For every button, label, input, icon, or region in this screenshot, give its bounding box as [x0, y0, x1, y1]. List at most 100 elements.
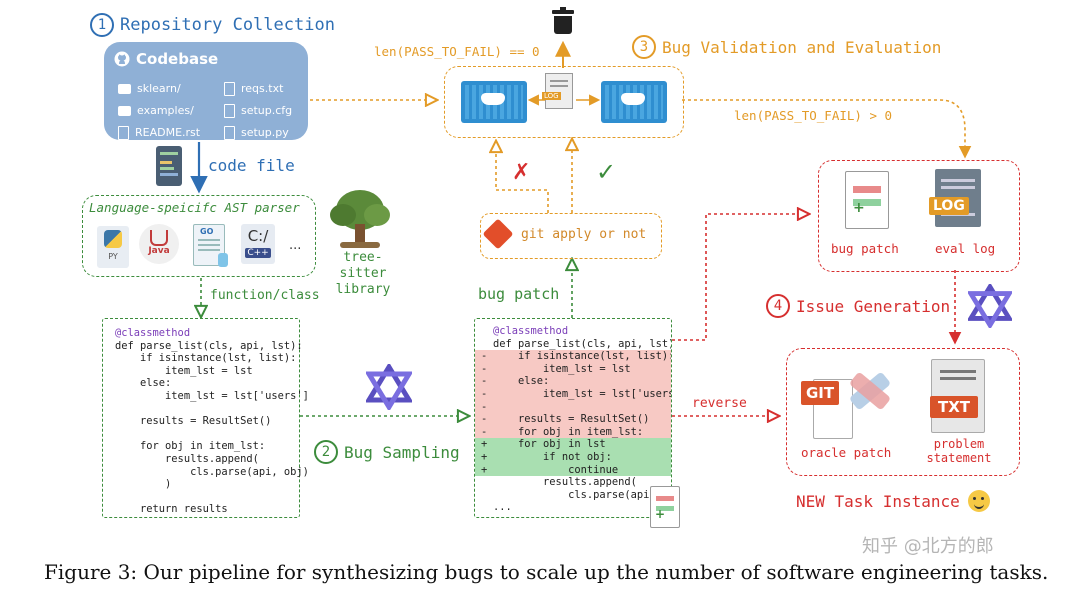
file-icon [118, 126, 129, 140]
code-line: if isinstance(lst, list): [115, 352, 297, 365]
new-task-label: NEW Task Instance [796, 491, 960, 511]
folder-sklearn[interactable]: sklearn/ [137, 82, 181, 95]
ast-parser-title: Language-speicifc AST parser [89, 200, 300, 215]
step4-number: 4 [766, 294, 790, 318]
diff-line-added: + continue [475, 463, 671, 477]
bug-diff-box: @classmethod def parse_list(cls, api, ls… [474, 318, 672, 518]
diff-line-removed: - for obj in item_lst: [475, 425, 671, 439]
diff-text: results = ResultSet() [493, 413, 650, 426]
diff-text: ... [493, 501, 512, 514]
patch-file-icon: + [650, 486, 680, 528]
problem-line2: statement [926, 451, 992, 465]
git-apply-label: git apply or not [521, 227, 647, 242]
tree-icon [330, 190, 390, 252]
code-line: @classmethod [115, 327, 191, 339]
eval-box: + bug patch LOG eval log [818, 160, 1020, 272]
ast-parser-box: Language-speicifc AST parser PY Java GO … [82, 195, 316, 277]
problem-line1: problem [933, 437, 985, 451]
problem-statement-file-icon: TXT [930, 359, 985, 433]
diff-marker: - [481, 350, 488, 363]
diff-marker [481, 338, 493, 351]
code-line [115, 403, 309, 416]
codebase-title: Codebase [136, 50, 219, 68]
code-line: def parse_list(cls, api, lst): [115, 339, 303, 352]
diff-code: @classmethod def parse_list(cls, api, ls… [475, 325, 671, 514]
codebase-card: Codebase sklearn/ examples/ README.rst r… [104, 42, 308, 140]
github-icon [114, 51, 130, 67]
diff-line-removed: - [475, 400, 671, 414]
diff-marker: - [481, 425, 488, 438]
step4-header: 4 Issue Generation [766, 294, 950, 318]
pass-to-fail-zero: len(PASS_TO_FAIL) == 0 [374, 44, 540, 59]
code-line: item_lst = lst['users'] [115, 389, 309, 402]
diff-marker [481, 476, 493, 489]
diff-line: @classmethod [475, 325, 671, 338]
arrow-diff-to-eval [672, 214, 808, 341]
diff-marker [481, 489, 493, 502]
log-file-icon: LOG [542, 73, 573, 109]
file-setup-cfg[interactable]: setup.cfg [241, 104, 293, 117]
diff-line-removed: - if isinstance(lst, list): [475, 350, 671, 363]
diff-line: def parse_list(cls, api, lst): [475, 338, 671, 351]
diff-line: ... [475, 501, 671, 514]
file-icon [224, 104, 235, 118]
git-badge-icon: GIT [801, 381, 839, 405]
validation-box: LOG [444, 66, 684, 138]
diff-text: @classmethod [493, 325, 569, 337]
diff-text: results.append( [493, 476, 637, 489]
new-task-instance: NEW Task Instance [796, 490, 990, 512]
diff-text: else: [493, 375, 550, 388]
python-icon: PY [97, 226, 129, 268]
code-line: return results [115, 503, 228, 516]
diff-marker: - [481, 362, 488, 375]
function-class-label: function/class [210, 288, 320, 303]
diff-marker: - [481, 375, 488, 388]
file-icon [224, 82, 235, 96]
arrow-validation-to-eval [682, 99, 972, 159]
file-setup-py[interactable]: setup.py [241, 126, 289, 139]
docker-container-left-icon [461, 81, 527, 123]
code-line: results.append( [115, 452, 259, 465]
pass-check-icon: ✓ [596, 158, 617, 186]
bug-patch-file-icon: + [845, 171, 889, 229]
git-icon [482, 218, 514, 250]
log-file-label: LOG [542, 92, 561, 100]
code-line: item_lst = lst [115, 364, 253, 377]
step2-title: Bug Sampling [344, 442, 460, 462]
diff-marker [481, 501, 493, 514]
oracle-patch-label: oracle patch [801, 445, 892, 460]
go-file-icon: GO [193, 224, 228, 267]
llm-logo-icon-issue [968, 284, 1012, 328]
diff-marker [481, 325, 493, 338]
code-line: cls.parse(api, obj) [115, 465, 309, 478]
code-file-icon [156, 146, 182, 186]
file-reqs[interactable]: reqs.txt [241, 82, 284, 95]
git-apply-box: git apply or not [480, 213, 662, 259]
eval-log-label: eval log [935, 241, 996, 256]
file-readme[interactable]: README.rst [135, 126, 201, 139]
eval-log-file-icon: LOG [929, 169, 981, 227]
tree-sitter-label: tree-sitter library [322, 250, 404, 298]
issue-box: GIT oracle patch TXT problem statement [786, 348, 1020, 476]
diff-line-removed: - item_lst = lst['users'] [475, 387, 671, 401]
pass-to-fail-positive: len(PASS_TO_FAIL) > 0 [734, 108, 893, 123]
diff-line: cls.parse(api, obj) [475, 489, 671, 502]
tree-sitter-line1: tree-sitter [339, 250, 387, 281]
eval-bug-patch-label: bug patch [831, 241, 899, 256]
diff-line-removed: - else: [475, 375, 671, 388]
diff-text: for obj in lst [493, 438, 606, 451]
diff-text: def parse_list(cls, api, lst): [493, 337, 672, 350]
python-icon-label: PY [108, 252, 118, 261]
java-icon: Java [139, 224, 179, 264]
code-line [115, 491, 309, 504]
cpp-icon: C:/ C++ [241, 224, 275, 264]
step4-title: Issue Generation [796, 296, 951, 316]
bug-patch-arrow-label: bug patch [478, 285, 560, 303]
trash-icon [552, 7, 574, 34]
step2-number: 2 [314, 440, 338, 464]
folder-examples[interactable]: examples/ [137, 104, 194, 117]
docker-container-right-icon [601, 81, 667, 123]
